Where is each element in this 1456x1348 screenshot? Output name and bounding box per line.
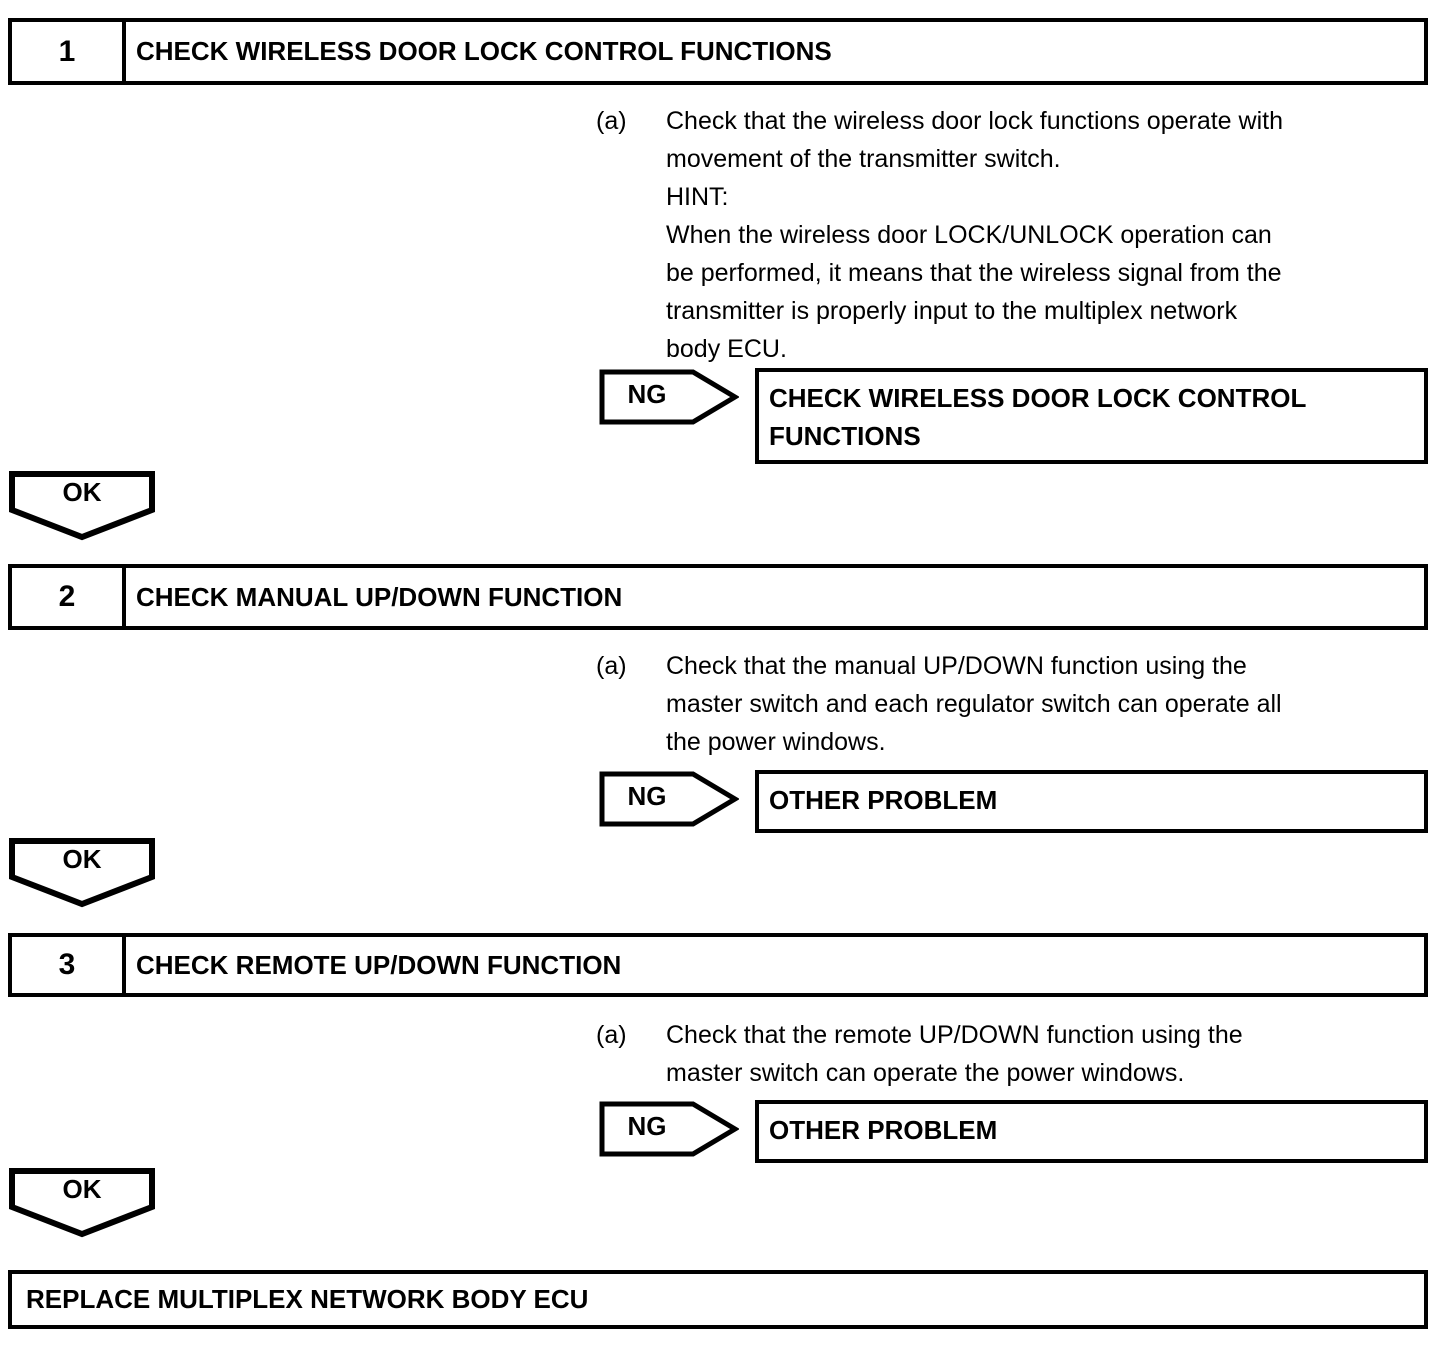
step-1-instruction-text: Check that the wireless door lock functi… [666,107,1283,363]
step-1-title: CHECK WIRELESS DOOR LOCK CONTROL FUNCTIO… [136,36,832,66]
ok-pentagon-down-icon [9,471,155,541]
final-action-box: REPLACE MULTIPLEX NETWORK BODY ECU [8,1270,1428,1329]
step-3-ok-arrow: OK [9,1168,155,1238]
step-1-ok-arrow: OK [9,471,155,541]
step-1-instructions: (a) Check that the wireless door lock fu… [596,102,1428,368]
step-3-ng-result-box: OTHER PROBLEM [755,1100,1428,1163]
ng-pentagon-arrow-icon [599,369,739,425]
ng-pentagon-arrow-icon [599,1101,739,1157]
step-2-number: 2 [12,568,126,626]
step-2-ng-label: NG [627,781,667,811]
ok-pentagon-down-icon [9,1168,155,1238]
step-1-item-label: (a) [596,107,627,135]
step-2-header: 2 CHECK MANUAL UP/DOWN FUNCTION [8,564,1428,630]
step-2-title: CHECK MANUAL UP/DOWN FUNCTION [136,581,623,612]
step-3-ng-label: NG [627,1111,667,1141]
step-1-header: 1 CHECK WIRELESS DOOR LOCK CONTROL FUNCT… [8,18,1428,85]
step-2-ng-arrow: NG [599,771,739,827]
ng-pentagon-arrow-icon [599,771,739,827]
step-3-instruction-text: Check that the remote UP/DOWN function u… [666,1021,1243,1087]
step-2-instruction-text: Check that the manual UP/DOWN function u… [666,652,1282,756]
step-2-ok-arrow: OK [9,838,155,908]
step-2-item-label: (a) [596,652,627,680]
step-1-ng-result-box: CHECK WIRELESS DOOR LOCK CONTROL FUNCTIO… [755,368,1428,464]
ok-pentagon-down-icon [9,838,155,908]
step-3-header: 3 CHECK REMOTE UP/DOWN FUNCTION [8,933,1428,997]
step-1-ng-arrow: NG [599,369,739,425]
step-3-item-label: (a) [596,1021,627,1049]
step-2-ng-result-box: OTHER PROBLEM [755,770,1428,833]
step-3-title: CHECK REMOTE UP/DOWN FUNCTION [136,949,622,980]
step-3-instructions: (a) Check that the remote UP/DOWN functi… [596,1016,1428,1092]
step-1-number: 1 [12,22,126,81]
step-1-ng-label: NG [627,379,667,409]
step-1-ok-label: OK [62,477,102,507]
step-2-instructions: (a) Check that the manual UP/DOWN functi… [596,647,1428,761]
step-3-ng-arrow: NG [599,1101,739,1157]
step-3-ok-label: OK [62,1174,102,1204]
step-2-ok-label: OK [62,844,102,874]
step-3-number: 3 [12,937,126,993]
